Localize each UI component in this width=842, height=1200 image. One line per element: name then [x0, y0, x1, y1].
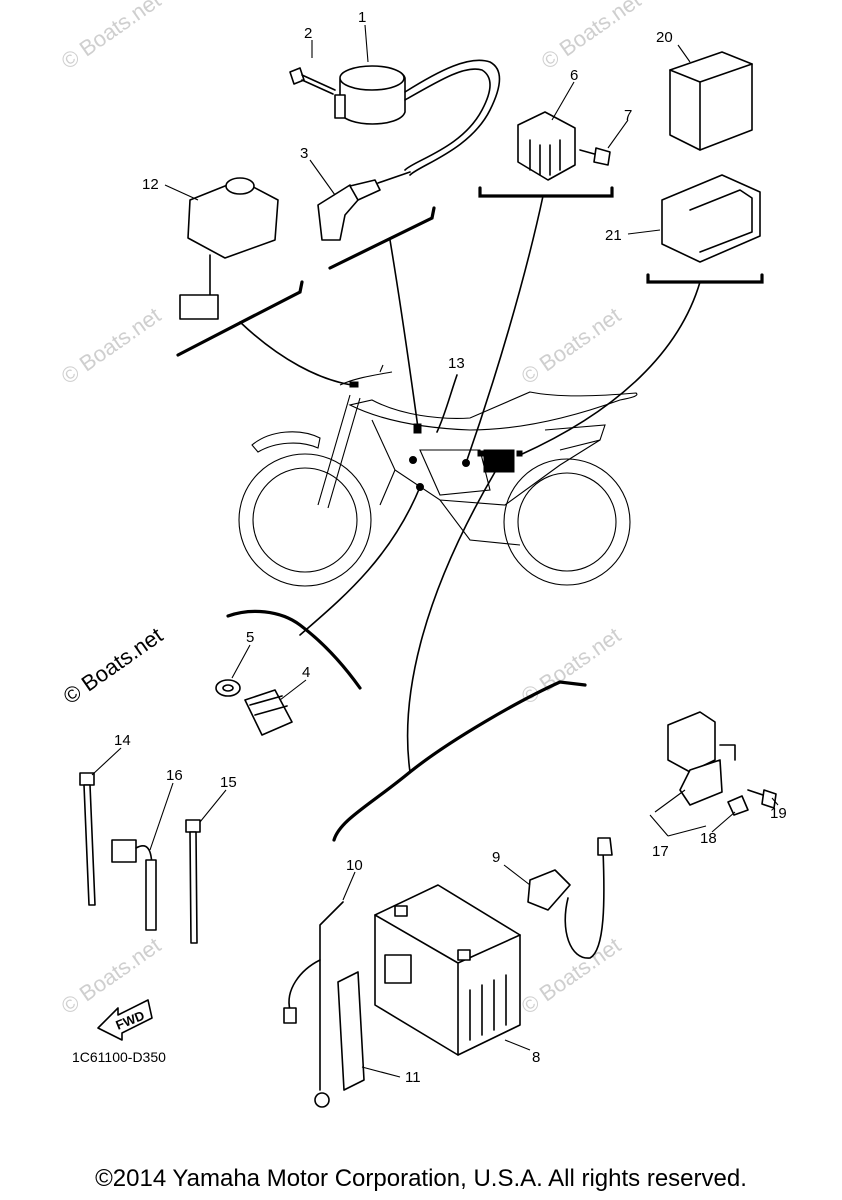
- label-9: 9: [492, 849, 500, 866]
- motorcycle-outline: [238, 364, 638, 587]
- label-12: 12: [142, 176, 159, 193]
- cable-tie-15: [185, 819, 201, 944]
- battery-band: [337, 971, 365, 1091]
- watermark-faint: © Boats.net: [57, 302, 166, 389]
- cdi-unit: [669, 51, 753, 151]
- copyright-text: ©2014 Yamaha Motor Corporation, U.S.A. A…: [95, 1165, 747, 1192]
- cdi-cover: [661, 174, 761, 263]
- label-1: 1: [358, 9, 366, 26]
- relay-bolt: [747, 789, 777, 809]
- battery: [374, 884, 521, 1056]
- label-20: 20: [656, 29, 673, 46]
- label-6: 6: [570, 67, 578, 84]
- neutral-switch: [244, 689, 293, 736]
- watermark-main: © Boats.net: [59, 622, 168, 709]
- callout-leaders: [91, 24, 779, 1078]
- label-3: 3: [300, 145, 308, 162]
- terminal-cover: [527, 837, 613, 959]
- label-7: 7: [624, 107, 632, 124]
- washer: [215, 679, 241, 697]
- coil-bolt: [289, 67, 336, 95]
- label-21: 21: [605, 227, 622, 244]
- label-16: 16: [166, 767, 183, 784]
- ignition-coil: [334, 59, 501, 176]
- part-labels: 1 2 3 6 7 12 20 21 13 5 4 14 16 15 19 18…: [114, 9, 787, 1086]
- watermark-faint: © Boats.net: [517, 302, 626, 389]
- label-8: 8: [532, 1049, 540, 1066]
- watermark-faint: © Boats.net: [57, 0, 166, 74]
- label-15: 15: [220, 774, 237, 791]
- label-19: 19: [770, 805, 787, 822]
- diagram-code: 1C61100-D350: [72, 1049, 166, 1065]
- starter-relay: [667, 711, 736, 806]
- label-18: 18: [700, 830, 717, 847]
- rectifier-regulator: [517, 111, 576, 181]
- label-10: 10: [346, 857, 363, 874]
- rectifier-bolt: [579, 147, 611, 166]
- leader-lines: [176, 186, 764, 842]
- label-2: 2: [304, 25, 312, 42]
- relay-cover: [727, 795, 749, 816]
- lead-connector: [111, 839, 157, 931]
- watermark-faint: © Boats.net: [537, 0, 646, 74]
- brake-switch-unit: [179, 177, 279, 320]
- fwd-arrow-icon: FWD: [97, 999, 153, 1041]
- battery-lead: [283, 901, 344, 1108]
- spark-plug-cap: [317, 171, 411, 241]
- label-4: 4: [302, 664, 310, 681]
- label-11: 11: [405, 1069, 421, 1086]
- cable-tie-14: [79, 772, 96, 906]
- label-17: 17: [652, 843, 669, 860]
- label-14: 14: [114, 732, 131, 749]
- label-5: 5: [246, 629, 254, 646]
- label-13: 13: [448, 355, 465, 372]
